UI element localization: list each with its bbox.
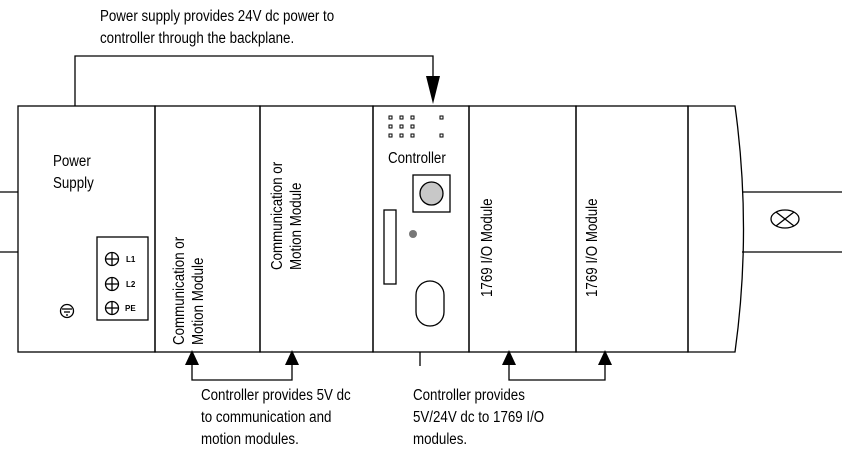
terminal-label-l2: L2 <box>126 280 136 289</box>
annotation-line: Controller provides <box>413 387 525 404</box>
power-supply-label: Power Supply <box>53 151 94 195</box>
card-slot <box>383 209 397 285</box>
comm-module-2-label-line: Motion Module <box>288 182 305 270</box>
bottom-right-annotation: Controller provides 5V/24V dc to 1769 I/… <box>413 385 544 451</box>
port-icon <box>415 280 445 327</box>
comm-module-1-label-line: Communication or <box>171 236 188 345</box>
comm-module-1-label-line: Motion Module <box>190 257 207 345</box>
bottom-left-annotation: Controller provides 5V dc to communicati… <box>201 385 351 451</box>
top-annotation: Power supply provides 24V dc power to co… <box>100 6 334 50</box>
keyswitch-housing <box>412 174 451 213</box>
ground-icon <box>59 303 75 319</box>
annotation-line: Power supply provides 24V dc power to <box>100 8 335 25</box>
controller-label: Controller <box>388 150 446 167</box>
arrow-up-icon <box>185 350 199 365</box>
keyswitch-icon <box>419 181 444 206</box>
distribution-line-comm <box>191 365 293 381</box>
power-supply-label-line: Power <box>53 153 91 170</box>
io-module-1-label: 1769 I/O Module <box>479 198 496 297</box>
arrow-up-icon <box>598 350 612 365</box>
status-led-grid <box>388 115 444 138</box>
arrow-up-icon <box>285 350 299 365</box>
comm-module-2-label-line: Communication or <box>269 161 286 270</box>
terminal-label-pe: PE <box>125 304 136 313</box>
latch-icon <box>770 209 800 229</box>
arrow-down-icon <box>426 76 440 104</box>
annotation-line: to communication and <box>201 409 332 426</box>
io-module-2-label: 1769 I/O Module <box>584 198 601 297</box>
distribution-line-io <box>508 365 606 381</box>
comm-module-2-label: Communication or Motion Module <box>268 162 306 270</box>
power-supply-label-line: Supply <box>53 175 94 192</box>
power-path-line <box>74 55 434 106</box>
arrow-up-icon <box>502 350 516 365</box>
status-indicator-icon <box>409 230 417 238</box>
terminal-block <box>96 236 149 321</box>
terminal-label-l1: L1 <box>126 255 136 264</box>
annotation-line: controller through the backplane. <box>100 30 295 47</box>
end-cap <box>687 105 745 353</box>
controller-module <box>372 105 470 353</box>
annotation-line: 5V/24V dc to 1769 I/O <box>413 409 545 426</box>
power-supply-module <box>17 105 156 353</box>
comm-module-1-label: Communication or Motion Module <box>170 237 208 345</box>
annotation-line: Controller provides 5V dc <box>201 387 351 404</box>
annotation-line: motion modules. <box>201 431 299 448</box>
annotation-line: modules. <box>413 431 468 448</box>
